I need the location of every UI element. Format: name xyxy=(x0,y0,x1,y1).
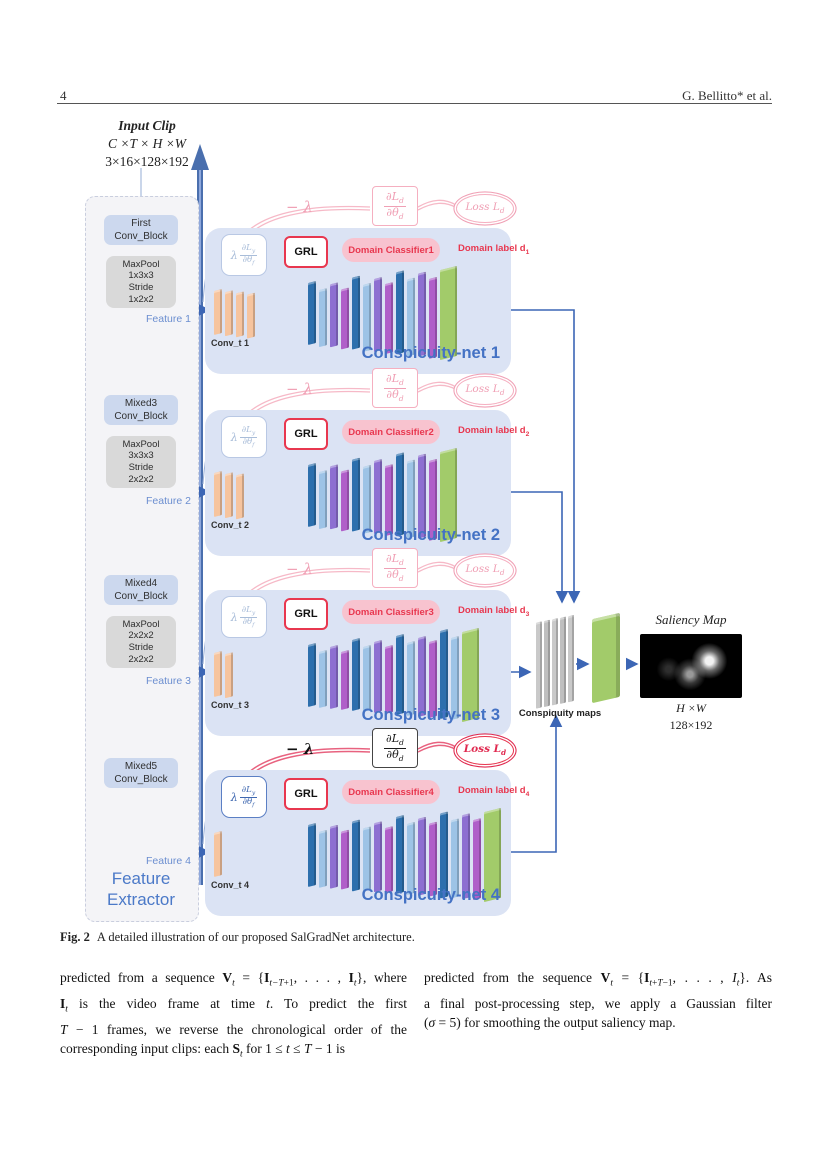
neg-lambda-label: − λ xyxy=(286,198,313,216)
conspicuity-maps-label: Conspiquity maps xyxy=(518,708,602,719)
saliency-map-title: Saliency Map xyxy=(655,612,727,627)
grl-box: GRL xyxy=(284,418,328,450)
conv-t-label: Conv_t 2 xyxy=(211,520,250,530)
domain-label-text: Domain label d3 xyxy=(458,605,530,618)
conv-block-mixed3: Mixed3 Conv_Block xyxy=(104,395,178,425)
conspicuity-net-layers xyxy=(308,430,460,543)
domain-loss-oval: Loss Ld xyxy=(456,194,514,223)
conspicuity-net-name: Conspicuity-net 1 xyxy=(361,344,500,362)
conv-t-label: Conv_t 3 xyxy=(211,700,250,710)
domain-classifier-box: Domain Classifier4 xyxy=(342,780,440,804)
feature-extractor-panel xyxy=(85,196,199,922)
domain-classifier-box: Domain Classifier3 xyxy=(342,600,440,624)
conspicuity-net-name: Conspicuity-net 2 xyxy=(361,526,500,544)
input-clip-dims: C ×T × H ×W xyxy=(107,136,187,151)
body-column-left: predicted from a sequence Vt = {It−T+1, … xyxy=(60,968,407,1065)
loss-gradient-box: ∂Ld∂θd xyxy=(372,548,418,588)
conspicuity-maps-stack xyxy=(536,614,576,709)
conv-block-mixed4: Mixed4 Conv_Block xyxy=(104,575,178,605)
input-clip-title: Input Clip xyxy=(118,118,176,133)
feature-4-label: Feature 4 xyxy=(146,855,191,867)
page-number: 4 xyxy=(60,88,67,103)
conspicuity-net-layers xyxy=(308,248,460,361)
domain-loss-oval: Loss Ld xyxy=(456,556,514,585)
body-column-right: predicted from the sequence Vt = {It+T−1… xyxy=(424,968,772,1032)
lambda-gradient-box: λ∂Ly∂θf xyxy=(221,776,267,818)
grl-box: GRL xyxy=(284,598,328,630)
conv-block-label: First xyxy=(131,218,151,229)
saliency-map-shape: 128×192 xyxy=(669,718,713,732)
grl-box: GRL xyxy=(284,778,328,810)
body-line: T − 1 frames, we reverse the chronologic… xyxy=(60,1021,407,1037)
domain-classifier-box: Domain Classifier2 xyxy=(342,420,440,444)
loss-gradient-box: ∂Ld∂θd xyxy=(372,368,418,408)
figure-caption-text: A detailed illustration of our proposed … xyxy=(96,930,415,944)
neg-lambda-label: − λ xyxy=(286,740,315,758)
conspicuity-net-name: Conspicuity-net 3 xyxy=(361,706,500,724)
body-line: predicted from a sequence Vt = {It−T+1, … xyxy=(60,970,407,989)
domain-label-text: Domain label d2 xyxy=(458,425,530,438)
neg-lambda-label: − λ xyxy=(286,380,313,398)
domain-label-text: Domain label d1 xyxy=(458,243,530,256)
conv-t-stack xyxy=(214,466,247,520)
input-clip-shape: 3×16×128×192 xyxy=(105,154,189,169)
figure-caption: Fig. 2 A detailed illustration of our pro… xyxy=(60,930,772,945)
saliency-map-dims: H ×W xyxy=(676,701,706,715)
feature-3-label: Feature 3 xyxy=(146,675,191,687)
body-line: predicted from the sequence Vt = {It+T−1… xyxy=(424,970,773,989)
lambda-gradient-box: λ∂Ly∂θf xyxy=(221,416,267,458)
conspicuity-net-layers xyxy=(308,610,482,723)
domain-label-text: Domain label d4 xyxy=(458,785,530,798)
conv-t-stack xyxy=(214,284,258,339)
saliency-map-image xyxy=(640,634,742,698)
lambda-gradient-box: λ∂Ly∂θf xyxy=(221,596,267,638)
conv-block-label: Conv_Block xyxy=(114,231,168,242)
feature-1-label: Feature 1 xyxy=(146,313,191,325)
domain-loss-oval: Loss Ld xyxy=(456,736,514,765)
loss-gradient-box: ∂Ld∂θd xyxy=(372,728,418,768)
body-line: It is the video frame at time t. To pred… xyxy=(60,995,407,1015)
grl-box: GRL xyxy=(284,236,328,268)
feature-2-label: Feature 2 xyxy=(146,495,191,507)
figure-caption-label: Fig. 2 xyxy=(60,930,90,944)
body-line: (σ = 5) for smoothing the output salienc… xyxy=(424,1015,676,1031)
conv-t-stack xyxy=(214,646,236,699)
neg-lambda-label: − λ xyxy=(286,560,313,578)
loss-gradient-box: ∂Ld∂θd xyxy=(372,186,418,226)
conv-t-stack xyxy=(214,826,225,877)
domain-loss-oval: Loss Ld xyxy=(456,376,514,405)
conv-block-mixed5: Mixed5 Conv_Block xyxy=(104,758,178,788)
conspicuity-net-name: Conspicuity-net 4 xyxy=(361,886,500,904)
running-head-authors: G. Bellitto* et al. xyxy=(682,88,772,103)
domain-classifier-box: Domain Classifier1 xyxy=(342,238,440,262)
fusion-layer-slab xyxy=(592,612,620,704)
header-rule xyxy=(57,103,772,104)
conv-block-first: First Conv_Block xyxy=(104,215,178,245)
body-line: a final post-processing step, we apply a… xyxy=(424,995,772,1011)
lambda-gradient-box: λ∂Ly∂θf xyxy=(221,234,267,276)
conv-t-label: Conv_t 4 xyxy=(211,880,250,890)
conspicuity-net-layers xyxy=(308,790,504,903)
body-line: corresponding input clips: each St for 1… xyxy=(60,1040,345,1060)
feature-extractor-label: Feature Extractor xyxy=(106,869,176,910)
conv-t-label: Conv_t 1 xyxy=(211,338,250,348)
